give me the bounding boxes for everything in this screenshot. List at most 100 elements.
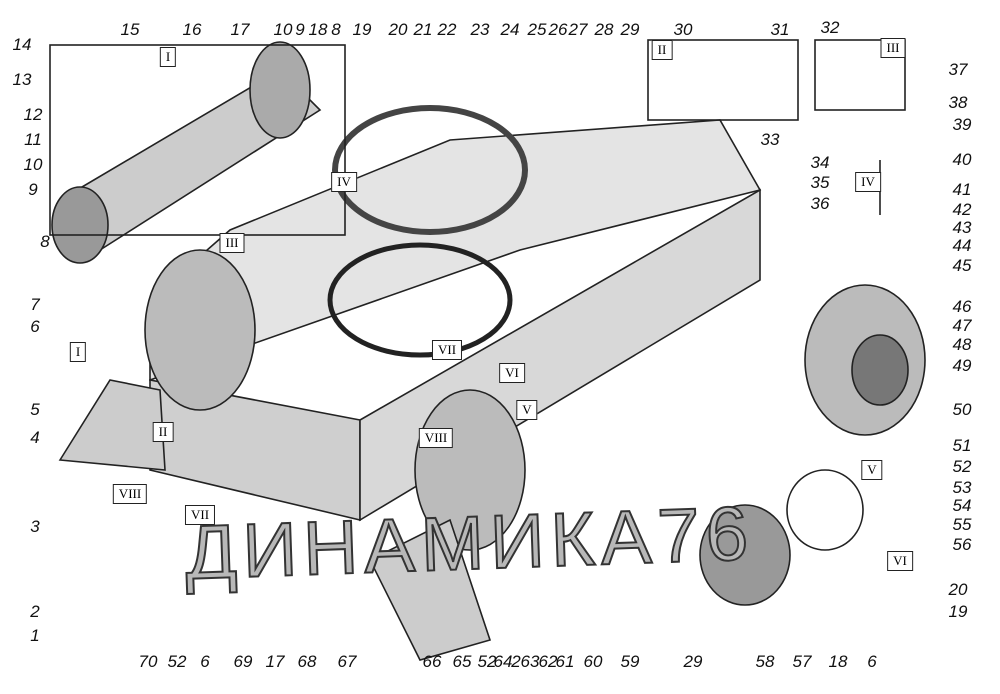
callout-label: 22 [437,20,457,39]
callout-label: 57 [792,652,812,671]
callout-label: 55 [952,515,972,534]
callout-label: 59 [620,652,640,671]
callout-label: 58 [755,652,775,671]
callout-label: 37 [948,60,968,79]
detail-box-II [647,39,799,121]
view-marker: IV [855,172,881,192]
callout-label: 38 [948,93,968,112]
callout-label: 18 [828,652,848,671]
callout-label: 51 [952,436,972,455]
callout-label: 61 [555,652,575,671]
view-marker: VI [887,551,913,571]
callout-label: 10 [23,155,43,174]
callout-label: 28 [594,20,614,39]
view-marker: II [152,422,174,442]
callout-label: 60 [583,652,603,671]
view-marker: VI [499,363,525,383]
callout-label: 18 [308,20,328,39]
view-marker: V [861,460,883,480]
axle-shaft [51,41,322,264]
callout-label: 8 [331,20,341,39]
callout-label: 27 [568,20,588,39]
callout-label: 35 [810,173,830,192]
callout-label: 70 [138,652,158,671]
callout-label: 47 [952,316,972,335]
callout-label: 52 [167,652,187,671]
callout-label: 21 [413,20,433,39]
callout-label: 17 [230,20,250,39]
view-marker: II [651,40,673,60]
callout-label: 32 [820,18,840,37]
callout-label: 7 [30,295,40,314]
callout-label: 6 [867,652,877,671]
callout-label: 65 [452,652,472,671]
callout-label: 16 [182,20,202,39]
view-marker: IV [331,172,357,192]
detail-box-III [814,39,906,111]
callout-label: 64 [493,652,513,671]
callout-label: 39 [952,115,972,134]
view-marker: III [219,233,245,253]
turntable [327,242,513,358]
callout-label: 19 [352,20,372,39]
view-marker: I [159,47,177,67]
callout-label: 14 [12,35,32,54]
callout-label: 31 [770,20,790,39]
support-bottom [368,518,492,661]
callout-label: 54 [952,496,972,515]
callout-label: 69 [233,652,253,671]
callout-label: 56 [952,535,972,554]
callout-label: 52 [477,652,497,671]
callout-label: 3 [30,517,40,536]
view-marker: VII [431,340,463,360]
view-marker: VII [184,505,216,525]
callout-label: 25 [527,20,547,39]
callout-label: 52 [952,457,972,476]
callout-label: 23 [470,20,490,39]
callout-label: 8 [40,232,50,251]
view-marker: I [69,342,87,362]
callout-label: 49 [952,356,972,375]
callout-label: 24 [500,20,520,39]
callout-label: 11 [24,130,42,149]
callout-label: 6 [30,317,40,336]
callout-label: 29 [620,20,640,39]
callout-label: 9 [295,20,305,39]
callout-label: 53 [952,478,972,497]
view-marker: VIII [418,428,454,448]
flange [786,469,864,551]
callout-label: 43 [952,218,972,237]
callout-label: 34 [810,153,830,172]
callout-label: 5 [30,400,40,419]
callout-label: 45 [952,256,972,275]
callout-label: 4 [30,428,40,447]
ring-gear [332,105,528,235]
callout-label: 2 [30,602,40,621]
callout-label: 2 [511,652,521,671]
callout-label: 20 [388,20,408,39]
callout-label: 10 [273,20,293,39]
view-marker: V [516,400,538,420]
wheel-hub [851,334,909,406]
view-marker: III [880,38,906,58]
callout-label: 29 [683,652,703,671]
callout-label: 15 [120,20,140,39]
callout-label: 26 [548,20,568,39]
callout-label: 44 [952,236,972,255]
callout-label: 6 [200,652,210,671]
callout-label: 41 [952,180,972,199]
callout-label: 36 [810,194,830,213]
view-marker: VIII [112,484,148,504]
gear-assembly [699,504,791,606]
callout-label: 33 [760,130,780,149]
callout-label: 30 [673,20,693,39]
callout-label: 19 [948,602,968,621]
callout-label: 12 [23,105,43,124]
callout-label: 40 [952,150,972,169]
wheel-front-left [144,249,256,411]
support-left [58,379,166,471]
callout-label: 9 [28,180,38,199]
callout-label: 68 [297,652,317,671]
